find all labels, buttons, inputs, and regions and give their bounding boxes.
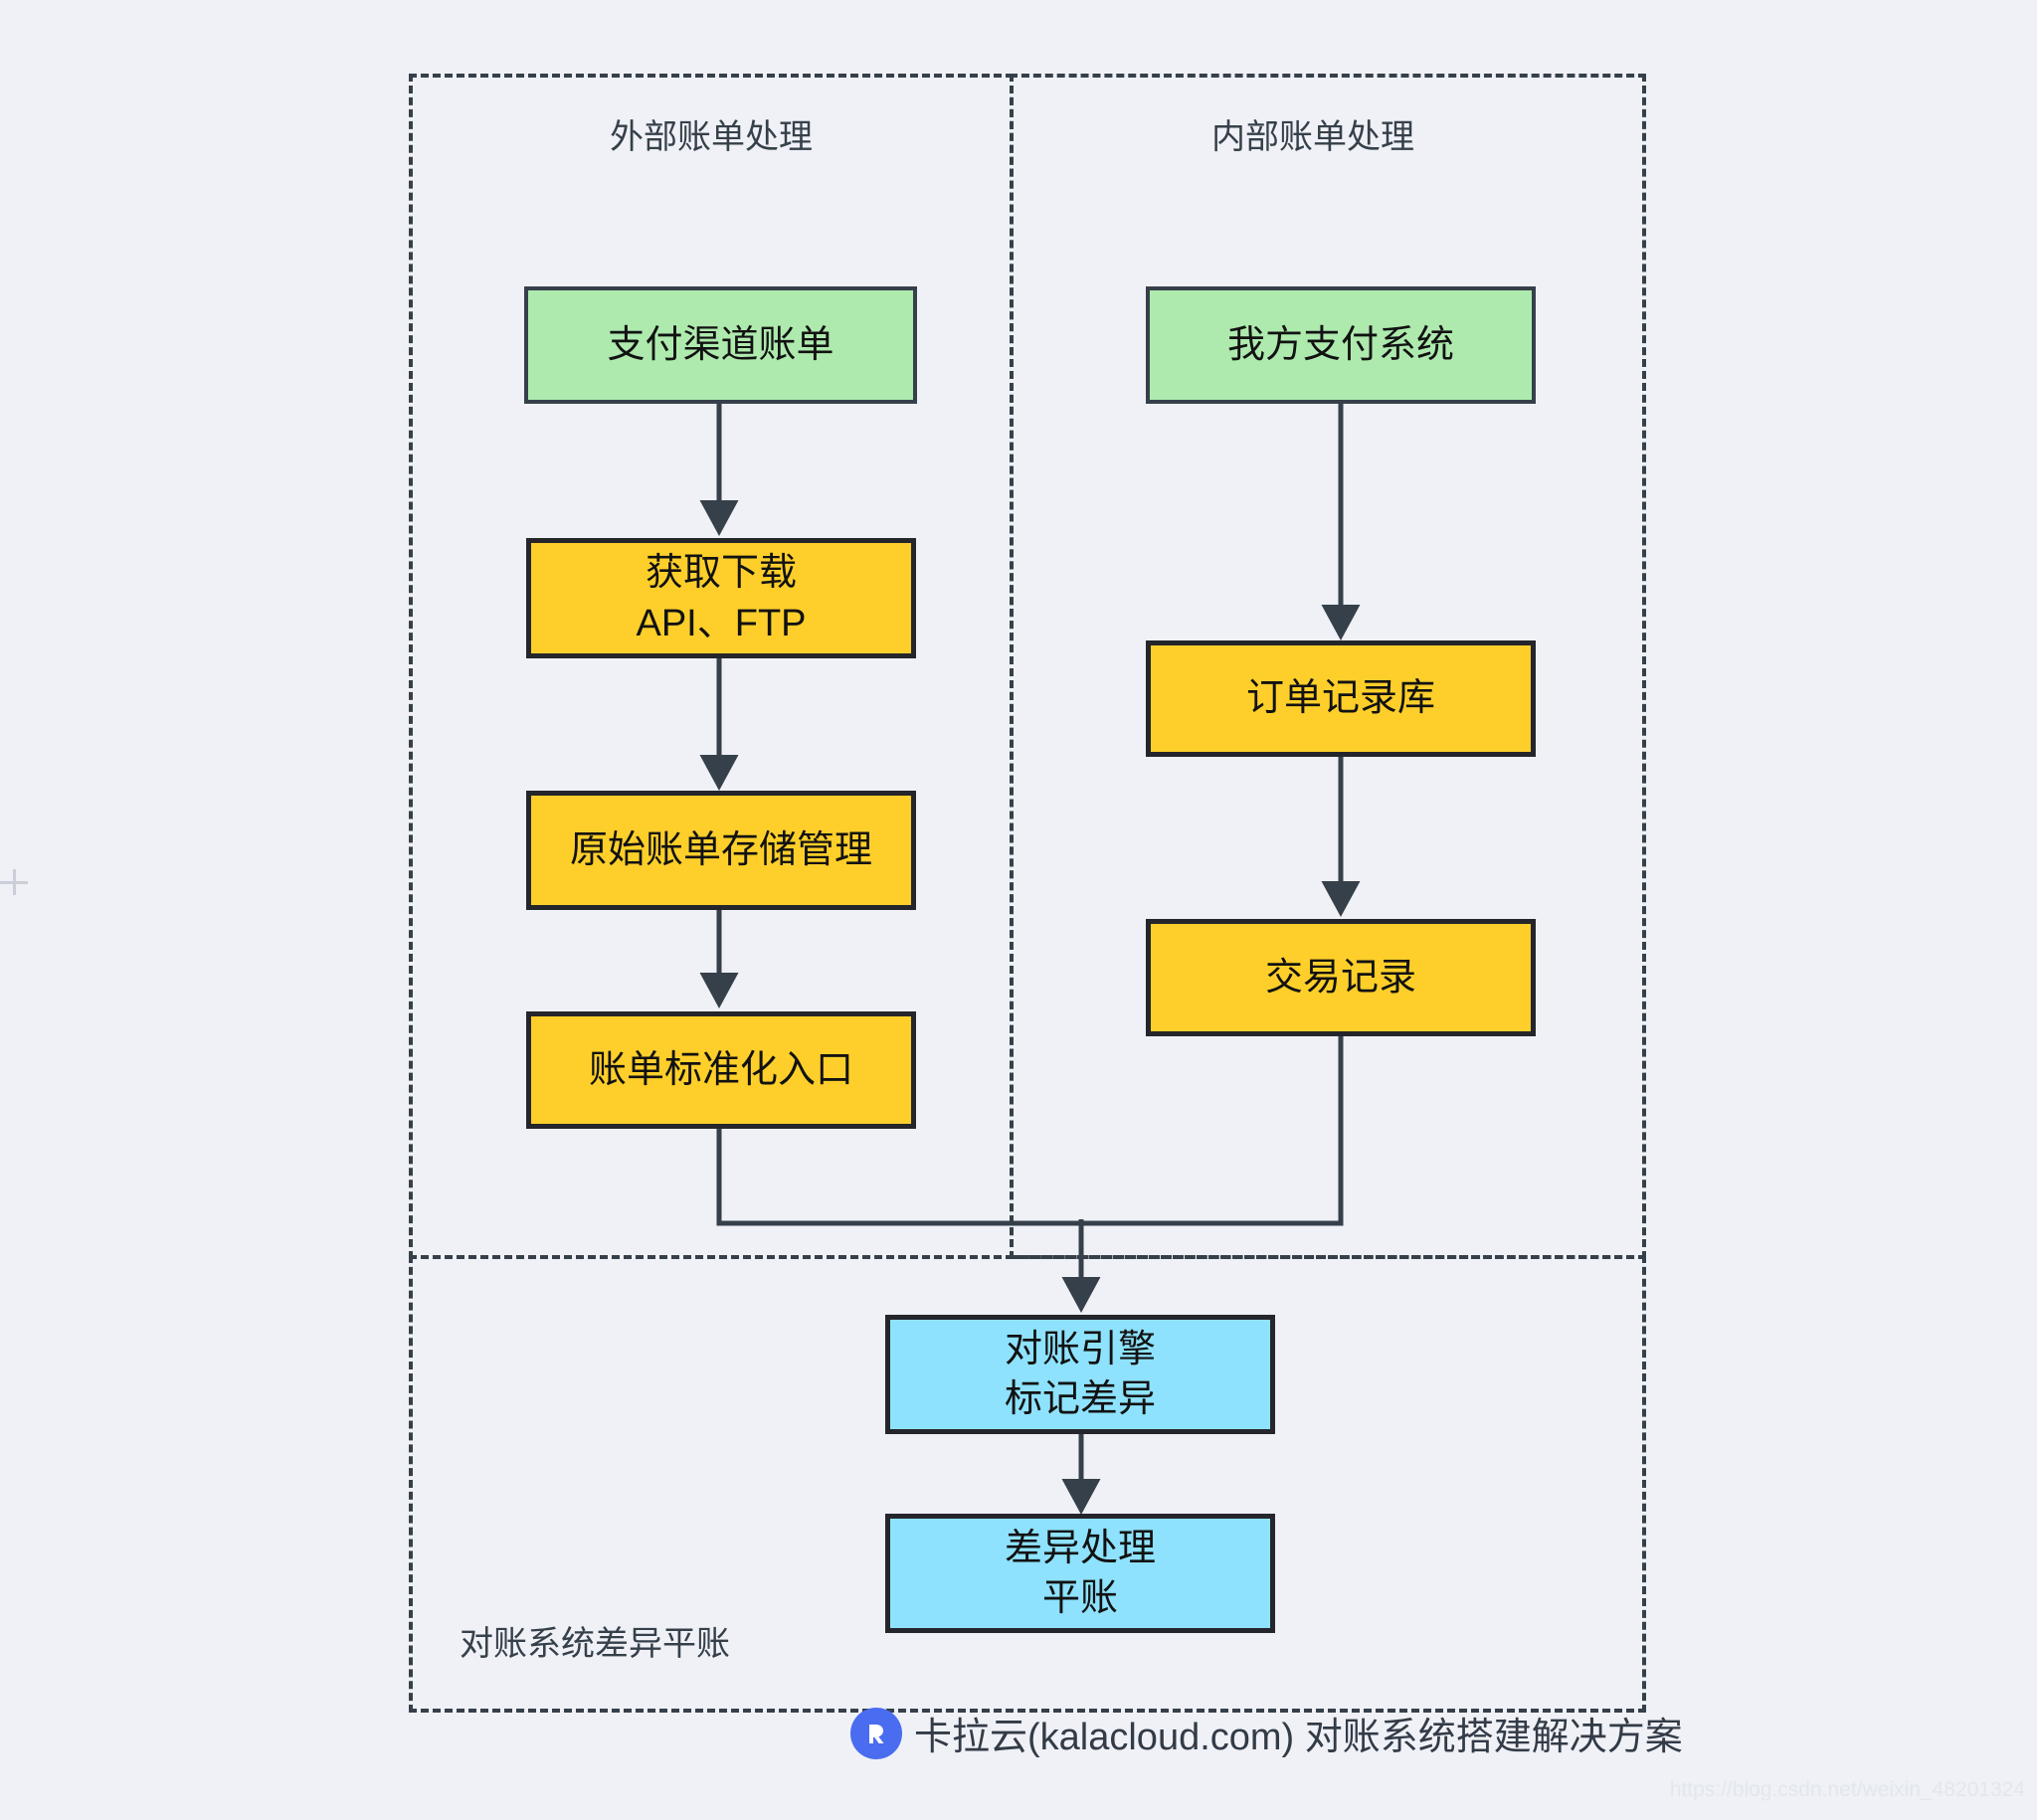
node-label-line-1: 差异处理 (1004, 1527, 1156, 1569)
node-label-line-2: 平账 (1041, 1577, 1118, 1619)
node-label: 订单记录库 (1245, 677, 1435, 720)
footer-credit: 卡拉云(kalacloud.com) 对账系统搭建解决方案 (850, 1706, 1683, 1760)
footer-text: 卡拉云(kalacloud.com) 对账系统搭建解决方案 (914, 1717, 1683, 1758)
node-raw-bill-storage[interactable]: 原始账单存储管理 (526, 791, 916, 910)
node-label: 原始账单存储管理 (569, 828, 872, 871)
node-reconcile-engine[interactable]: 对账引擎 标记差异 (885, 1315, 1275, 1434)
group-label-internal: 内部账单处理 (1211, 118, 1414, 156)
node-fetch-download[interactable]: 获取下载 API、FTP (526, 538, 916, 658)
node-payment-channel-bill[interactable]: 支付渠道账单 (524, 286, 917, 404)
node-transaction-record[interactable]: 交易记录 (1146, 919, 1536, 1036)
crop-tick-mark (0, 867, 30, 897)
node-diff-handling[interactable]: 差异处理 平账 (885, 1514, 1275, 1633)
node-bill-normalize-entry[interactable]: 账单标准化入口 (526, 1011, 916, 1129)
kalacloud-logo-icon (850, 1707, 902, 1759)
node-label-line-2: API、FTP (636, 602, 807, 644)
node-label-line-1: 获取下载 (645, 552, 797, 595)
node-label: 交易记录 (1264, 956, 1416, 999)
csdn-watermark: https://blog.csdn.net/weixin_48201324 (1669, 1778, 2025, 1801)
node-label: 我方支付系统 (1226, 323, 1454, 366)
node-label: 账单标准化入口 (588, 1048, 853, 1091)
node-label: 支付渠道账单 (607, 323, 834, 366)
node-order-record-db[interactable]: 订单记录库 (1146, 640, 1536, 757)
node-label-line-1: 对账引擎 (1004, 1328, 1156, 1370)
group-label-reconcile: 对账系统差异平账 (460, 1625, 730, 1663)
group-reconcile-system (409, 1255, 1646, 1713)
node-our-payment-system[interactable]: 我方支付系统 (1146, 286, 1536, 404)
node-label-line-2: 标记差异 (1004, 1378, 1156, 1420)
group-label-external: 外部账单处理 (610, 118, 813, 156)
